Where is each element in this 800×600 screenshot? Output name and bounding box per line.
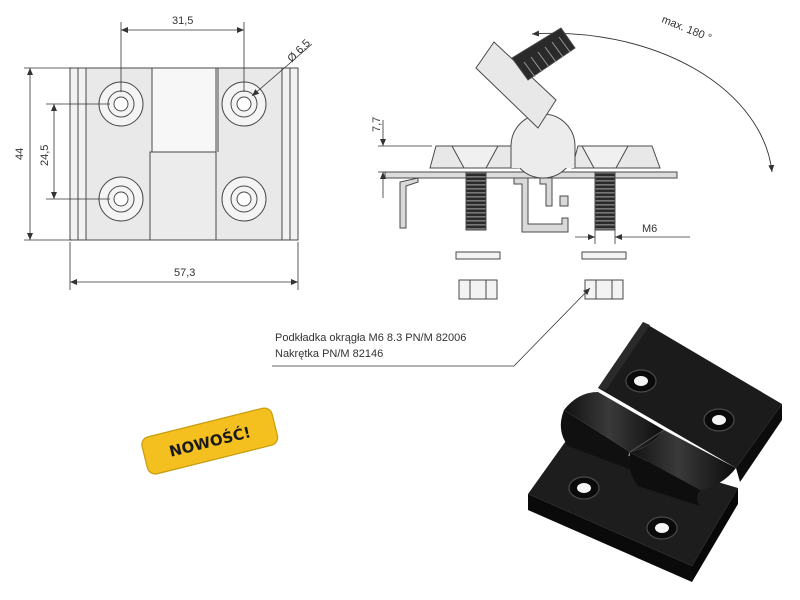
bolt-thread: [594, 171, 616, 231]
mounting-profile: [513, 177, 569, 233]
width-dim: 57,3: [174, 267, 195, 279]
side-view: [384, 27, 775, 300]
mounting-profile: [399, 177, 419, 229]
bolt-thread: [465, 171, 487, 231]
render-hole: [646, 516, 678, 540]
new-badge: NOWOŚĆ!: [141, 407, 279, 475]
rotation-dim: max. 180 °: [660, 14, 713, 45]
hinge-product-render: [528, 322, 782, 582]
inner-height-dim: 24,5: [39, 145, 51, 166]
rotated-leaf: [475, 27, 576, 129]
side-view-dimensions: [272, 120, 690, 367]
washer-note: Podkładka okrągła M6 8.3 PN/M 82006: [275, 332, 466, 344]
mounting-hole: [221, 176, 267, 222]
nut: [458, 279, 498, 300]
front-view-dimensions: [24, 22, 313, 290]
washer: [455, 251, 501, 260]
nut-note: Nakrętka PN/M 82146: [275, 348, 383, 360]
render-hole: [625, 369, 657, 393]
height-dim: 44: [14, 148, 26, 160]
thread-dim: M6: [642, 223, 657, 235]
knuckle-section: [151, 67, 217, 153]
washer: [581, 251, 627, 260]
render-hole: [568, 476, 600, 500]
nut: [584, 279, 624, 300]
screw-head: [581, 145, 629, 169]
hole-diameter-dim: Ø 6,5: [285, 37, 313, 65]
callout-leader: [272, 287, 591, 367]
hole-spacing-dim: 31,5: [172, 15, 193, 27]
front-view: [69, 67, 299, 241]
offset-dim: 7,7: [371, 117, 383, 132]
screw-head: [451, 145, 499, 169]
render-hole: [703, 408, 735, 432]
rotation-arc: [531, 30, 775, 173]
